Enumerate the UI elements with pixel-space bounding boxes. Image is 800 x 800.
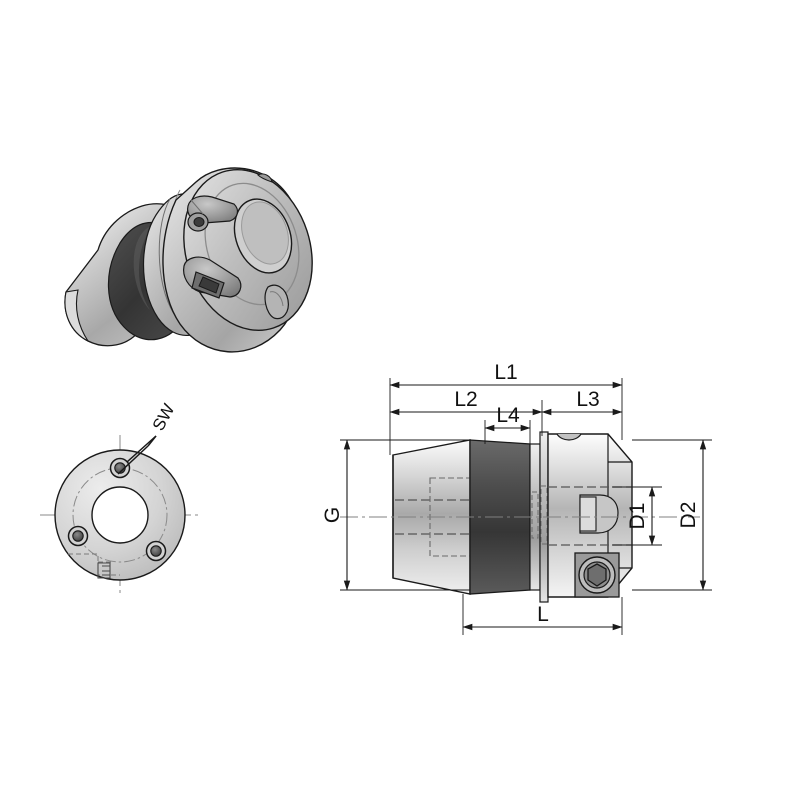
dim-L4: L4 — [484, 404, 531, 432]
front-keyway-detail — [97, 562, 111, 579]
iso-cutter-head — [162, 167, 313, 353]
isometric-view — [64, 167, 313, 353]
front-center-bore — [91, 486, 149, 544]
front-bolt-hole-lower-left — [67, 525, 89, 547]
dimension-extension-lines — [340, 378, 712, 635]
side-rim-relief — [556, 433, 582, 441]
dim-label-D1: D1 — [626, 503, 649, 530]
side-hex-screw — [574, 552, 620, 598]
dim-G: G — [321, 439, 351, 591]
dim-label-L: L — [537, 603, 549, 626]
side-section-view: L1 L2 L3 L4 L G D1 D2 — [321, 361, 712, 635]
dim-D2: D2 — [677, 439, 707, 591]
dim-label-L4: L4 — [496, 404, 520, 427]
iso-insert-pocket-lower — [183, 256, 242, 299]
dim-L1: L1 — [389, 361, 623, 389]
iso-rim-notch — [257, 173, 273, 183]
dim-L3: L3 — [541, 388, 623, 416]
iso-insert-pocket-upper — [187, 195, 239, 232]
side-insert-pocket — [579, 494, 619, 534]
dim-D1: D1 — [626, 486, 656, 546]
sw-label: SW — [149, 401, 179, 434]
dim-label-L1: L1 — [494, 361, 517, 384]
dim-label-D2: D2 — [677, 502, 700, 529]
dim-label-L3: L3 — [576, 388, 599, 411]
dim-L: L — [462, 603, 623, 631]
dim-label-G: G — [321, 507, 344, 523]
dim-L2: L2 — [389, 388, 543, 416]
hex-socket-icon — [587, 563, 607, 587]
iso-flute-notch — [264, 284, 289, 320]
dim-label-L2: L2 — [454, 388, 477, 411]
front-end-view: SW — [40, 401, 200, 596]
front-bolt-hole-lower-right — [145, 540, 167, 562]
